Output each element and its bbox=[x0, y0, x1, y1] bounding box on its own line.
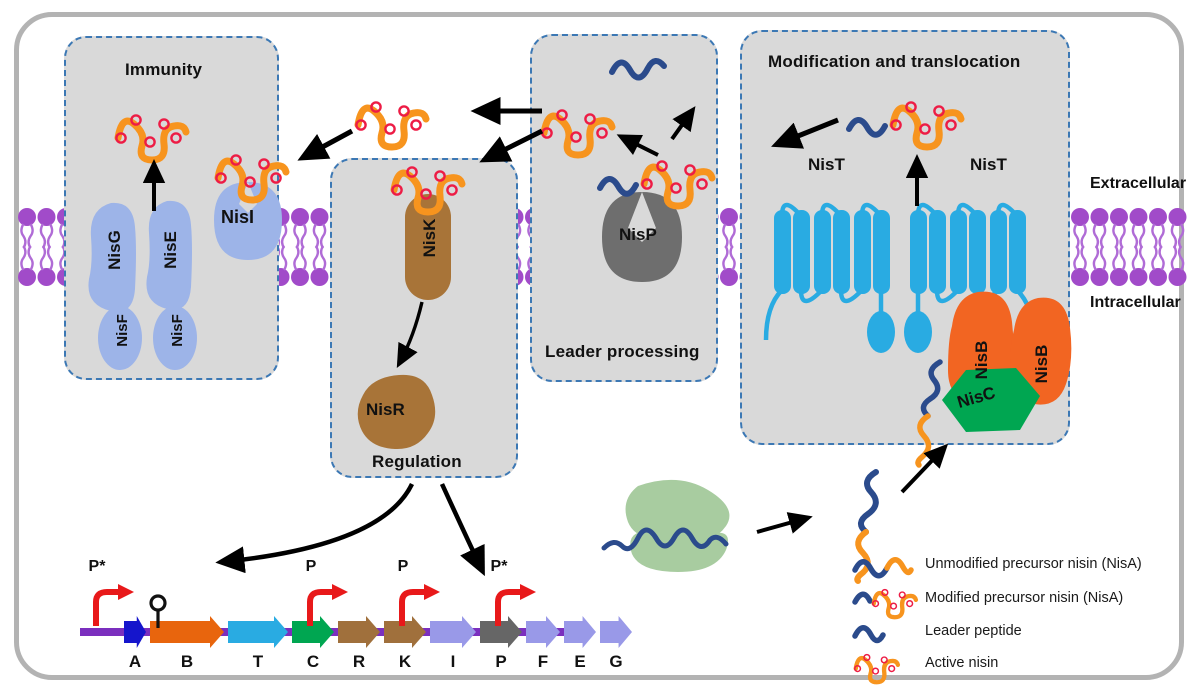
gene-arrow-B bbox=[150, 616, 224, 648]
arrow-ribosome-to-precursor bbox=[756, 512, 813, 534]
arrow-translocation-up bbox=[905, 154, 929, 206]
promoter-arrow-A bbox=[93, 589, 122, 626]
nisC-shape bbox=[942, 368, 1040, 432]
leader-processing-arrows bbox=[616, 106, 696, 157]
modified-precursor-exported bbox=[846, 101, 965, 151]
promoter-arrow-I bbox=[399, 589, 428, 626]
compartment-leader-processing-title: Leader processing bbox=[545, 342, 700, 361]
gene-label-F: F bbox=[537, 652, 549, 671]
gene-label-G: G bbox=[609, 652, 623, 671]
nisB-right-shape bbox=[1010, 297, 1072, 405]
promoter-arrowhead-R bbox=[332, 584, 348, 600]
promoter-arrowhead-I bbox=[424, 584, 440, 600]
arrow-nisK-to-nisR bbox=[396, 301, 424, 368]
promoter-arrowhead-F bbox=[520, 584, 536, 600]
gene-label-B: B bbox=[180, 652, 194, 671]
nisK-shape bbox=[405, 194, 451, 300]
nisI-shape bbox=[214, 182, 282, 260]
gene-arrow-K bbox=[384, 616, 426, 648]
compartment-immunity-title: Immunity bbox=[125, 60, 203, 79]
active-nisin-icon bbox=[853, 653, 901, 685]
gene-arrow-F bbox=[526, 616, 560, 648]
intracellular-label: Intracellular bbox=[1090, 294, 1181, 311]
gene-label-T: T bbox=[252, 652, 264, 671]
active-nisin-immunity bbox=[114, 114, 190, 164]
immunity-protein-complex bbox=[88, 200, 197, 370]
compartment-modification-title: Modification and translocation bbox=[768, 52, 1021, 71]
ribosome-translation bbox=[601, 479, 730, 572]
ribosome-large-subunit bbox=[625, 479, 730, 545]
nisT-left-channel bbox=[763, 202, 895, 353]
gene-arrow-R bbox=[338, 616, 380, 648]
gene-arrow-G bbox=[600, 616, 632, 648]
gene-label-A: A bbox=[128, 652, 142, 671]
promoter-label-F: P* bbox=[490, 558, 508, 575]
unmodified-precursor-nisin-icon bbox=[852, 557, 914, 579]
leader-peptide-released bbox=[609, 58, 667, 81]
arrow-precursor-to-modification bbox=[900, 443, 949, 494]
transcription-terminator-hairpin bbox=[149, 594, 167, 628]
promoter-label-A: P* bbox=[88, 558, 106, 575]
legend-label-modified: Modified precursor nisin (NisA) bbox=[925, 590, 1124, 606]
gene-label-P: P bbox=[495, 652, 507, 671]
arrow-exported-precursor-left bbox=[771, 117, 839, 149]
promoter-arrow-R bbox=[307, 589, 336, 626]
gene-label-K: K bbox=[398, 652, 412, 671]
arrow-immunity-export-up bbox=[142, 159, 166, 211]
active-nisin-bound-nisK bbox=[390, 166, 466, 216]
ribosome-small-subunit bbox=[630, 532, 728, 572]
compartment-regulation-title: Regulation bbox=[372, 452, 462, 471]
extracellular-label: Extracellular bbox=[1090, 175, 1187, 192]
promoter-label-R: P bbox=[305, 558, 317, 575]
legend-label-active: Active nisin bbox=[925, 655, 999, 671]
modified-precursor-at-nisP bbox=[597, 160, 716, 210]
cell-outline bbox=[14, 12, 1184, 680]
gene-label-C: C bbox=[306, 652, 320, 671]
extracellular-transport-arrows bbox=[297, 96, 544, 163]
gene-arrow-C bbox=[292, 616, 334, 648]
gene-arrow-I bbox=[430, 616, 476, 648]
promoter-arrow-F bbox=[495, 589, 524, 626]
active-nisin-extracellular-center bbox=[354, 101, 430, 151]
promoter-label-I: P bbox=[397, 558, 409, 575]
leader-peptide-icon bbox=[852, 625, 886, 644]
nisF-right-shape bbox=[153, 306, 197, 370]
promoter-arrowhead-A bbox=[118, 584, 134, 600]
nisE-shape bbox=[146, 200, 192, 310]
gene-label-R: R bbox=[352, 652, 366, 671]
gene-label-E: E bbox=[574, 652, 586, 671]
active-nisin-bound-nisI bbox=[214, 154, 290, 204]
nisT-left-label: NisT bbox=[808, 155, 845, 174]
modified-precursor-nisin-icon bbox=[852, 588, 919, 620]
legend-label-leader: Leader peptide bbox=[925, 623, 1022, 639]
nisG-shape bbox=[88, 202, 136, 312]
nisT-right-label: NisT bbox=[970, 155, 1007, 174]
nisin-gene-cluster bbox=[80, 584, 632, 648]
gene-arrow-A bbox=[124, 616, 146, 648]
nisF-left-shape bbox=[98, 306, 142, 370]
nisP-shape bbox=[602, 192, 682, 282]
legend-label-unmodified: Unmodified precursor nisin (NisA) bbox=[925, 556, 1142, 572]
mrna-strand bbox=[601, 527, 729, 552]
gene-label-I: I bbox=[450, 652, 456, 671]
nisB-nisC-complex bbox=[942, 291, 1072, 432]
gene-arrow-E bbox=[564, 616, 596, 648]
gene-arrow-P bbox=[480, 616, 522, 648]
gene-arrow-T bbox=[228, 616, 288, 648]
regulation-to-gene-arrows bbox=[215, 483, 485, 577]
nisR-shape bbox=[357, 374, 436, 450]
